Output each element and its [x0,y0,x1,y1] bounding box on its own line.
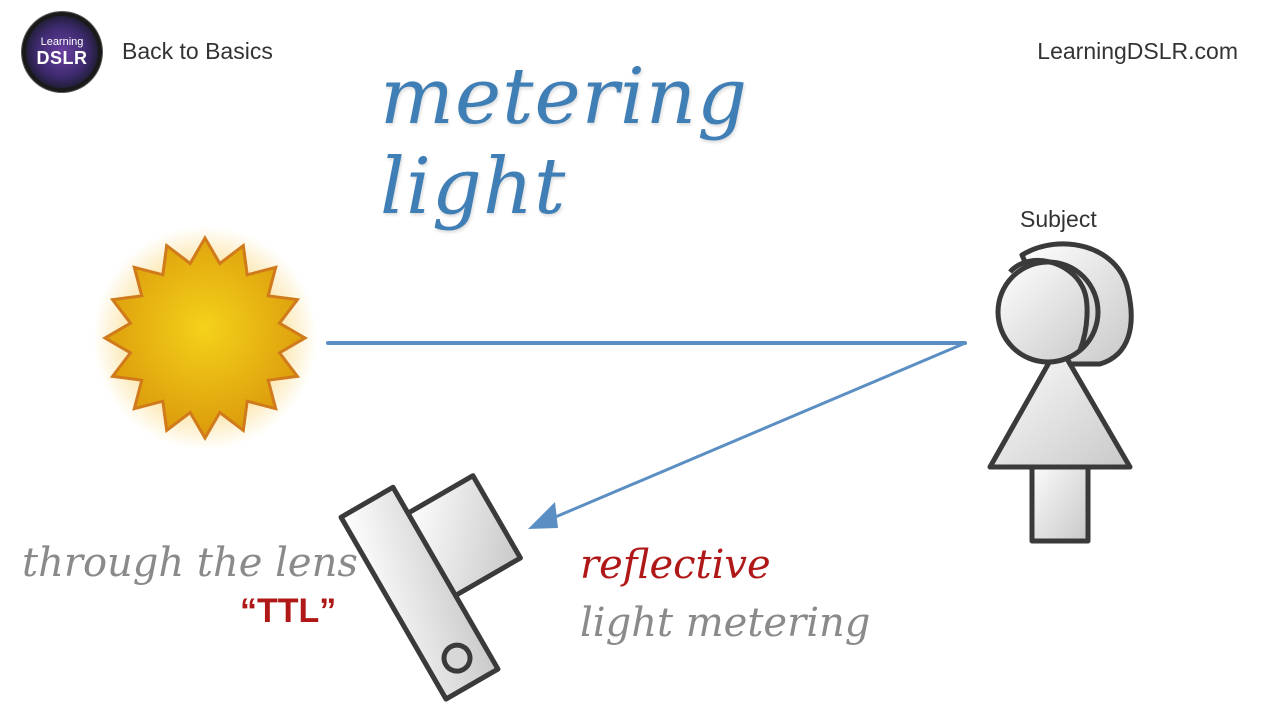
logo-text-dslr: DSLR [36,48,88,68]
light-metering-caption: light metering [580,600,871,646]
header-series-title: Back to Basics [122,38,273,64]
subject-label: Subject [1020,206,1097,232]
header-website: LearningDSLR.com [1037,38,1238,64]
arrowhead-icon [528,502,558,529]
ttl-abbreviation: “TTL” [240,592,337,630]
slide-title: metering light [380,52,749,232]
logo-text-learning: Learning [40,36,84,48]
reflected-light-arrow [528,342,965,529]
camera-icon [338,473,523,702]
learningdslr-logo: Learning DSLR [22,12,102,92]
subject-figure-icon [987,241,1134,544]
sun-icon [93,226,317,450]
ttl-caption: through the lens [22,540,358,586]
reflective-caption: reflective [580,542,771,588]
